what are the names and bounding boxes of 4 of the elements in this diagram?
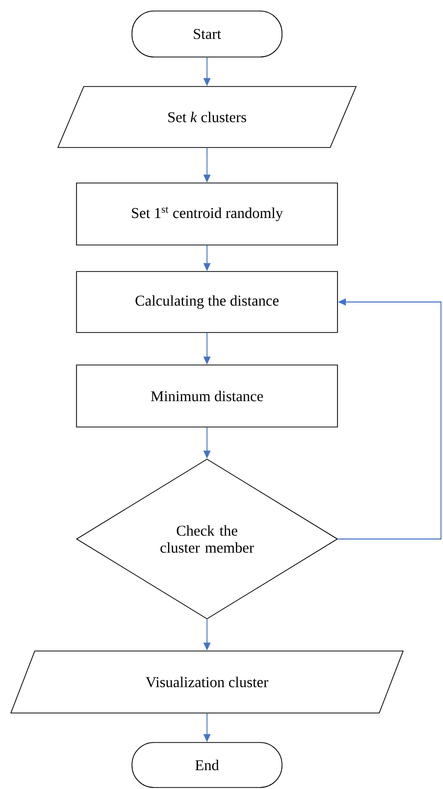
- process-box: Calculating the distance: [76, 271, 338, 333]
- output-parallelogram: Visualization cluster: [10, 650, 404, 714]
- process-box: Minimum distance: [76, 364, 338, 428]
- process-box: Set 1$^{st}$ centroid randomly: [76, 182, 338, 246]
